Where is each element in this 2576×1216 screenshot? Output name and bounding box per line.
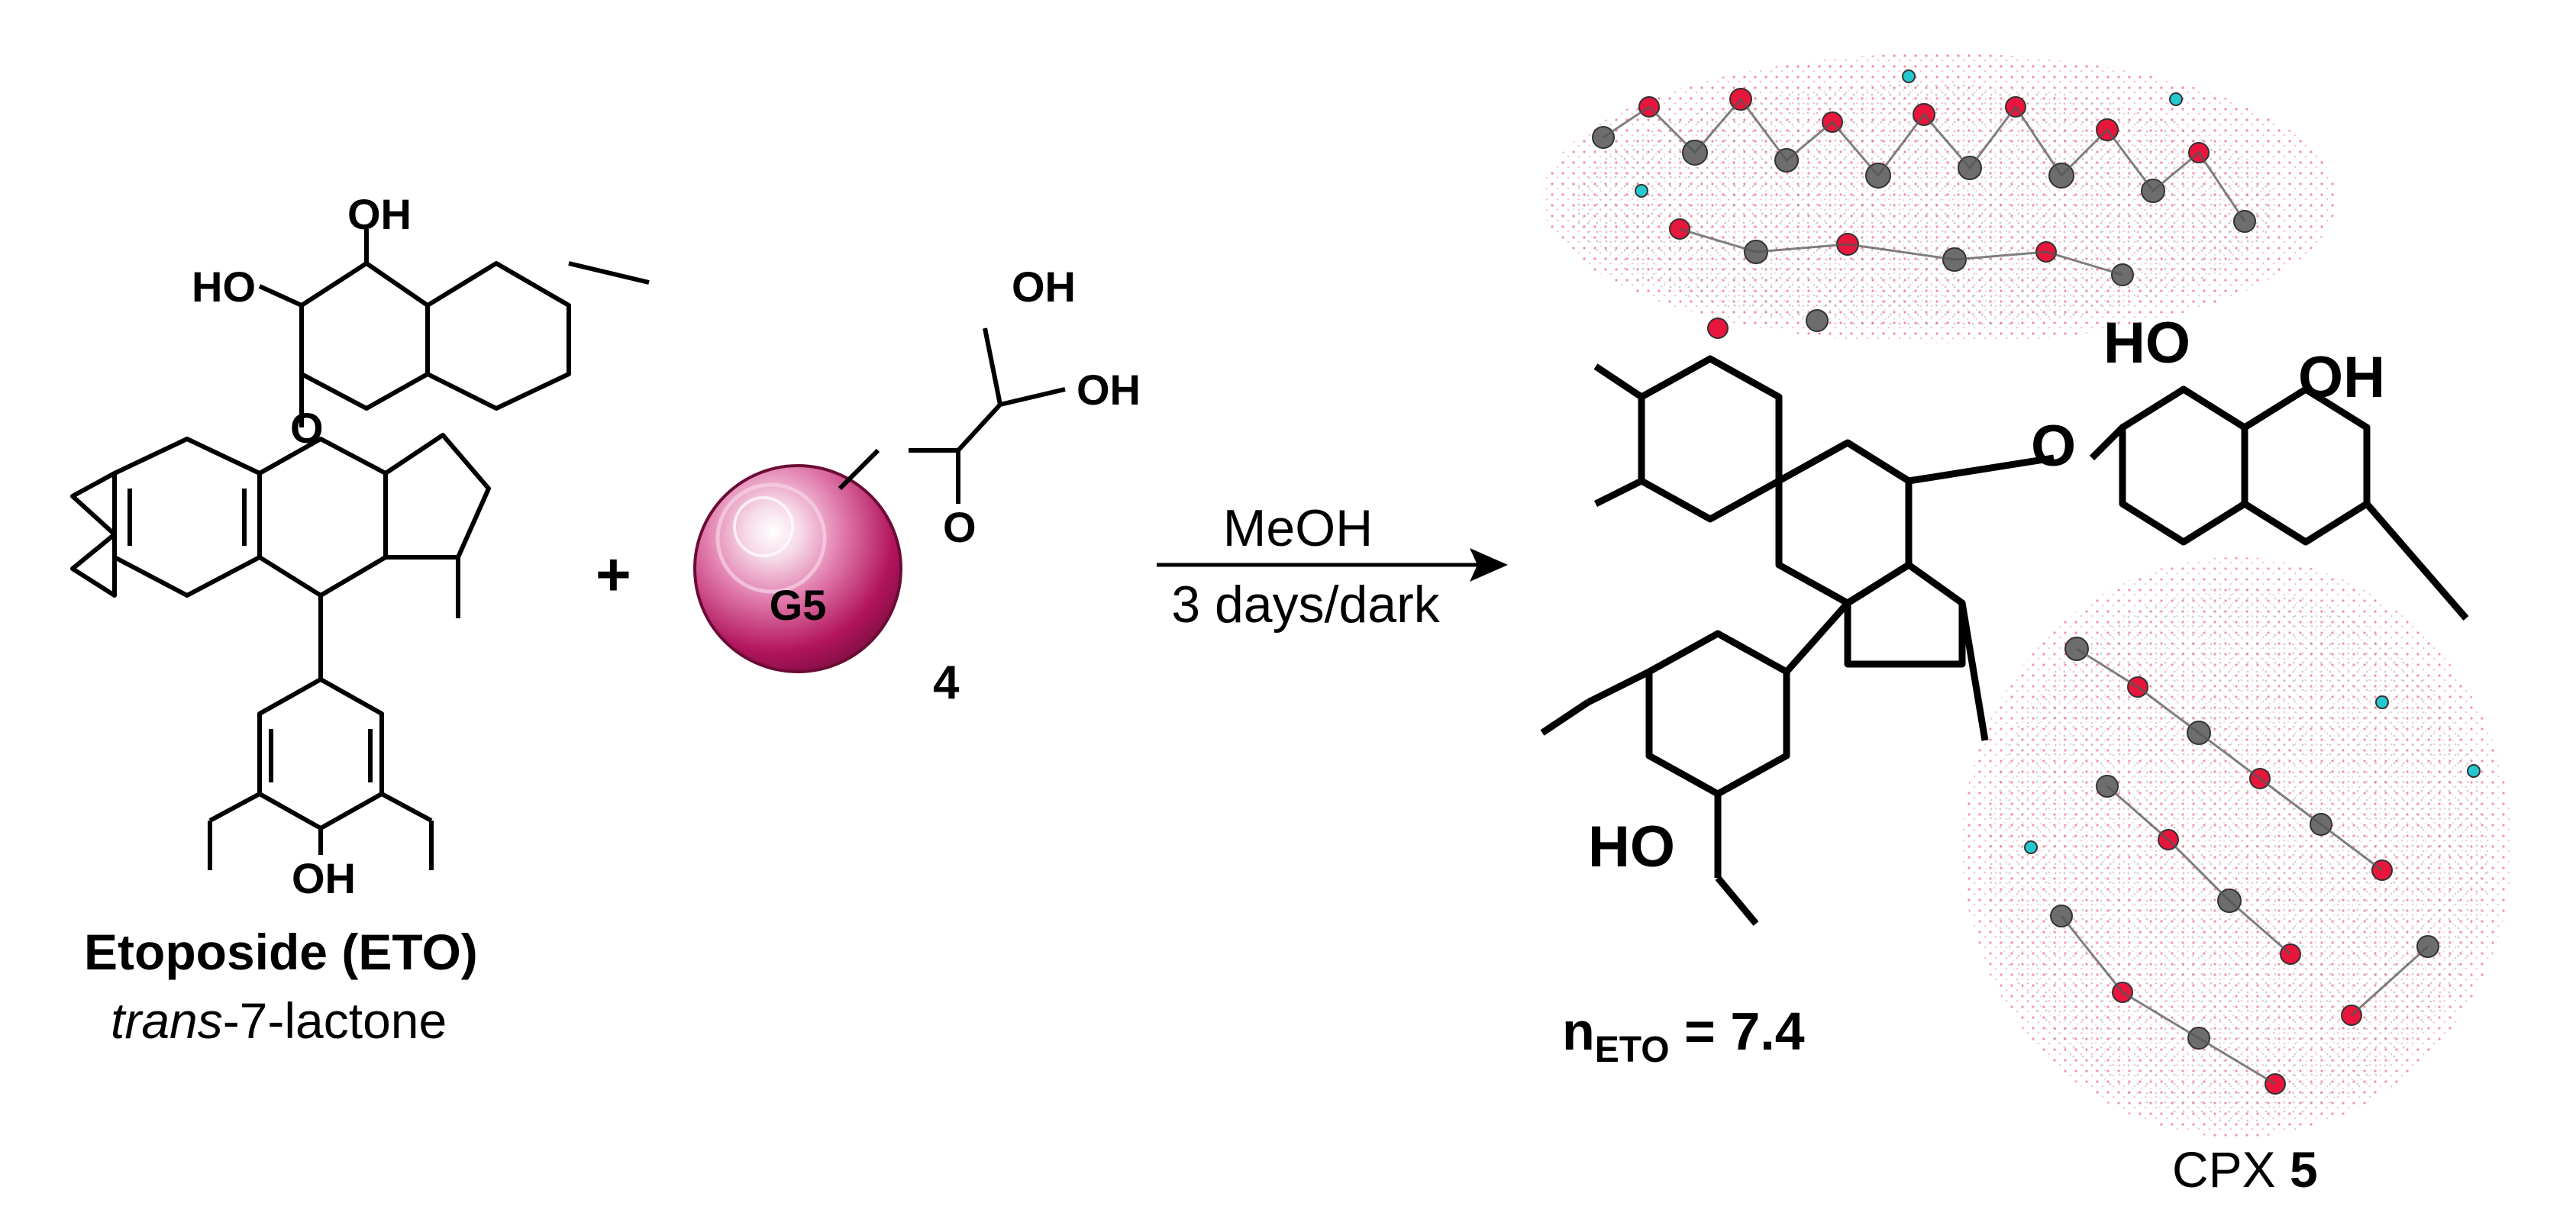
reagent-atom-labels: OH OH O: [943, 263, 1141, 551]
plus-sign: +: [596, 540, 631, 608]
o-label: O: [290, 404, 324, 452]
n-eto-label: nETO = 7.4: [1562, 1002, 1805, 1070]
o-label-carbonyl: O: [943, 503, 976, 551]
atoms-bottom: [2024, 637, 2481, 1095]
eto-conjugate-structure: [1540, 355, 2469, 926]
oh-label-2: OH: [1077, 366, 1141, 414]
etoposide-atom-labels: OH HO OH O: [192, 190, 412, 902]
etoposide-name: Etoposide (ETO): [84, 924, 478, 980]
cpx-label: CPX 5: [2172, 1141, 2318, 1198]
reagent-linker: [838, 327, 1066, 504]
etoposide-subtitle: trans-7-lactone: [111, 992, 447, 1049]
oh-label-top: OH: [347, 190, 412, 238]
product-atom-labels: HO OH HO O: [1588, 311, 2385, 879]
ho-label-sugar: HO: [2103, 311, 2190, 376]
conditions-label: 3 days/dark: [1171, 576, 1441, 634]
ho-label-phenol: HO: [1588, 814, 1675, 879]
ho-label-left: HO: [192, 263, 256, 311]
bead-label: G5: [770, 581, 827, 629]
oh-label-1: OH: [1012, 263, 1076, 311]
dendrimer-bead: [693, 464, 902, 673]
reagent-number: 4: [933, 656, 960, 709]
etoposide-structure: [70, 229, 650, 870]
o-label-link: O: [2031, 414, 2076, 479]
oh-label-bottom: OH: [292, 854, 356, 902]
oh-label-sugar: OH: [2298, 345, 2385, 410]
reaction-arrow: [1157, 548, 1508, 582]
dendrimer-model: [1542, 53, 2512, 1137]
solvent-label: MeOH: [1223, 499, 1373, 557]
